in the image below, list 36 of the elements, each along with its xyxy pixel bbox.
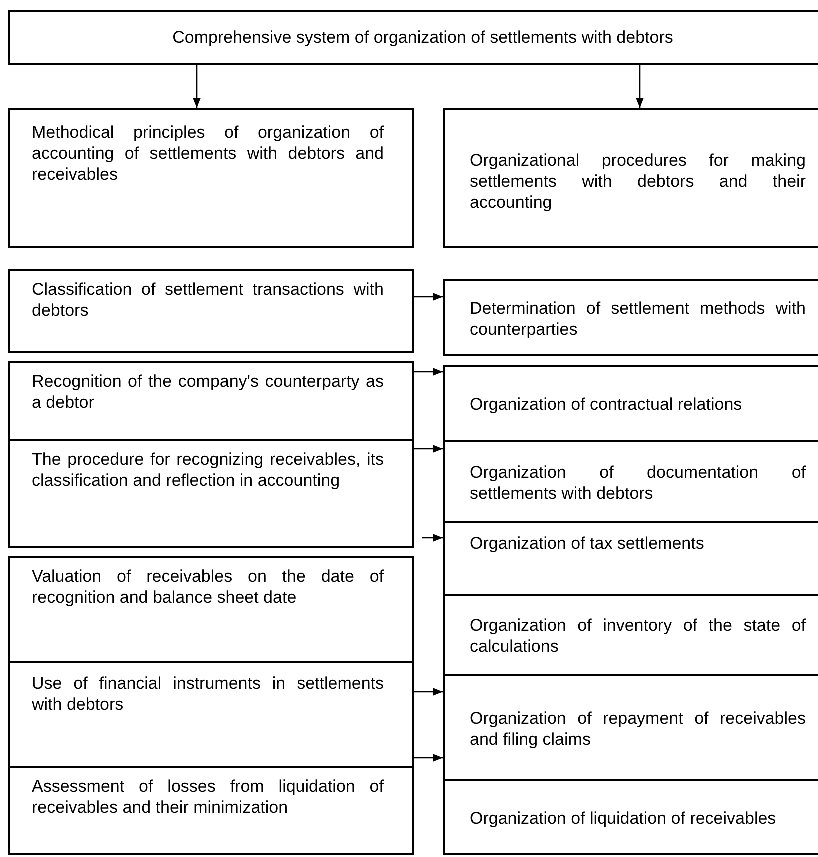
text-box — [8, 766, 414, 855]
box-text: Classification of settlement transactions with debtors — [32, 279, 384, 321]
box-text: Valuation of receivables on the date of recognition and balance sheet date — [32, 566, 384, 608]
box-text: Organization of tax settlements — [470, 533, 706, 554]
text-box — [8, 661, 414, 768]
text-box — [8, 10, 818, 65]
arrow — [414, 368, 443, 376]
text-box — [443, 779, 818, 855]
arrow — [193, 65, 201, 108]
text-box — [443, 365, 818, 442]
text-box — [8, 556, 414, 663]
box-text: Determination of settlement methods with counterparties — [470, 298, 806, 340]
box-text: Organization of repayment of receivables and filing claims — [470, 708, 806, 750]
arrow — [636, 65, 644, 108]
box-text: Organizational procedures for making settlements with debtors and their accounting — [470, 150, 806, 212]
box-text: Use of financial instruments in settlements with debtors — [32, 673, 384, 715]
box-text: Organization of liquidation of receivables — [470, 808, 778, 828]
text-box — [8, 439, 414, 548]
box-text: Organization of inventory of the state of calculations — [470, 615, 806, 657]
box-text: Methodical principles of organization of accounting of settlements with debtors and receivables — [32, 122, 384, 185]
box-text: Recognition of the company's counterparty as a debtor — [32, 371, 384, 413]
text-box — [8, 361, 414, 441]
arrow — [414, 293, 443, 301]
box-text: The procedure for recognizing receivables, its classification and reflection in accounting — [32, 449, 384, 491]
text-box — [443, 279, 818, 356]
text-box — [443, 108, 818, 248]
box-text: Comprehensive system of organization of settlements with debtors — [172, 27, 674, 48]
text-box — [8, 108, 414, 248]
arrow — [414, 688, 443, 696]
arrow — [422, 534, 443, 542]
box-text: Assessment of losses from liquidation of receivables and their minimization — [32, 776, 384, 818]
box-text: Organization of documentation of settlements with debtors — [470, 462, 806, 504]
box-text: Organization of contractual relations — [470, 394, 744, 415]
arrow — [414, 754, 443, 762]
text-box — [8, 269, 414, 353]
arrow — [414, 445, 443, 453]
